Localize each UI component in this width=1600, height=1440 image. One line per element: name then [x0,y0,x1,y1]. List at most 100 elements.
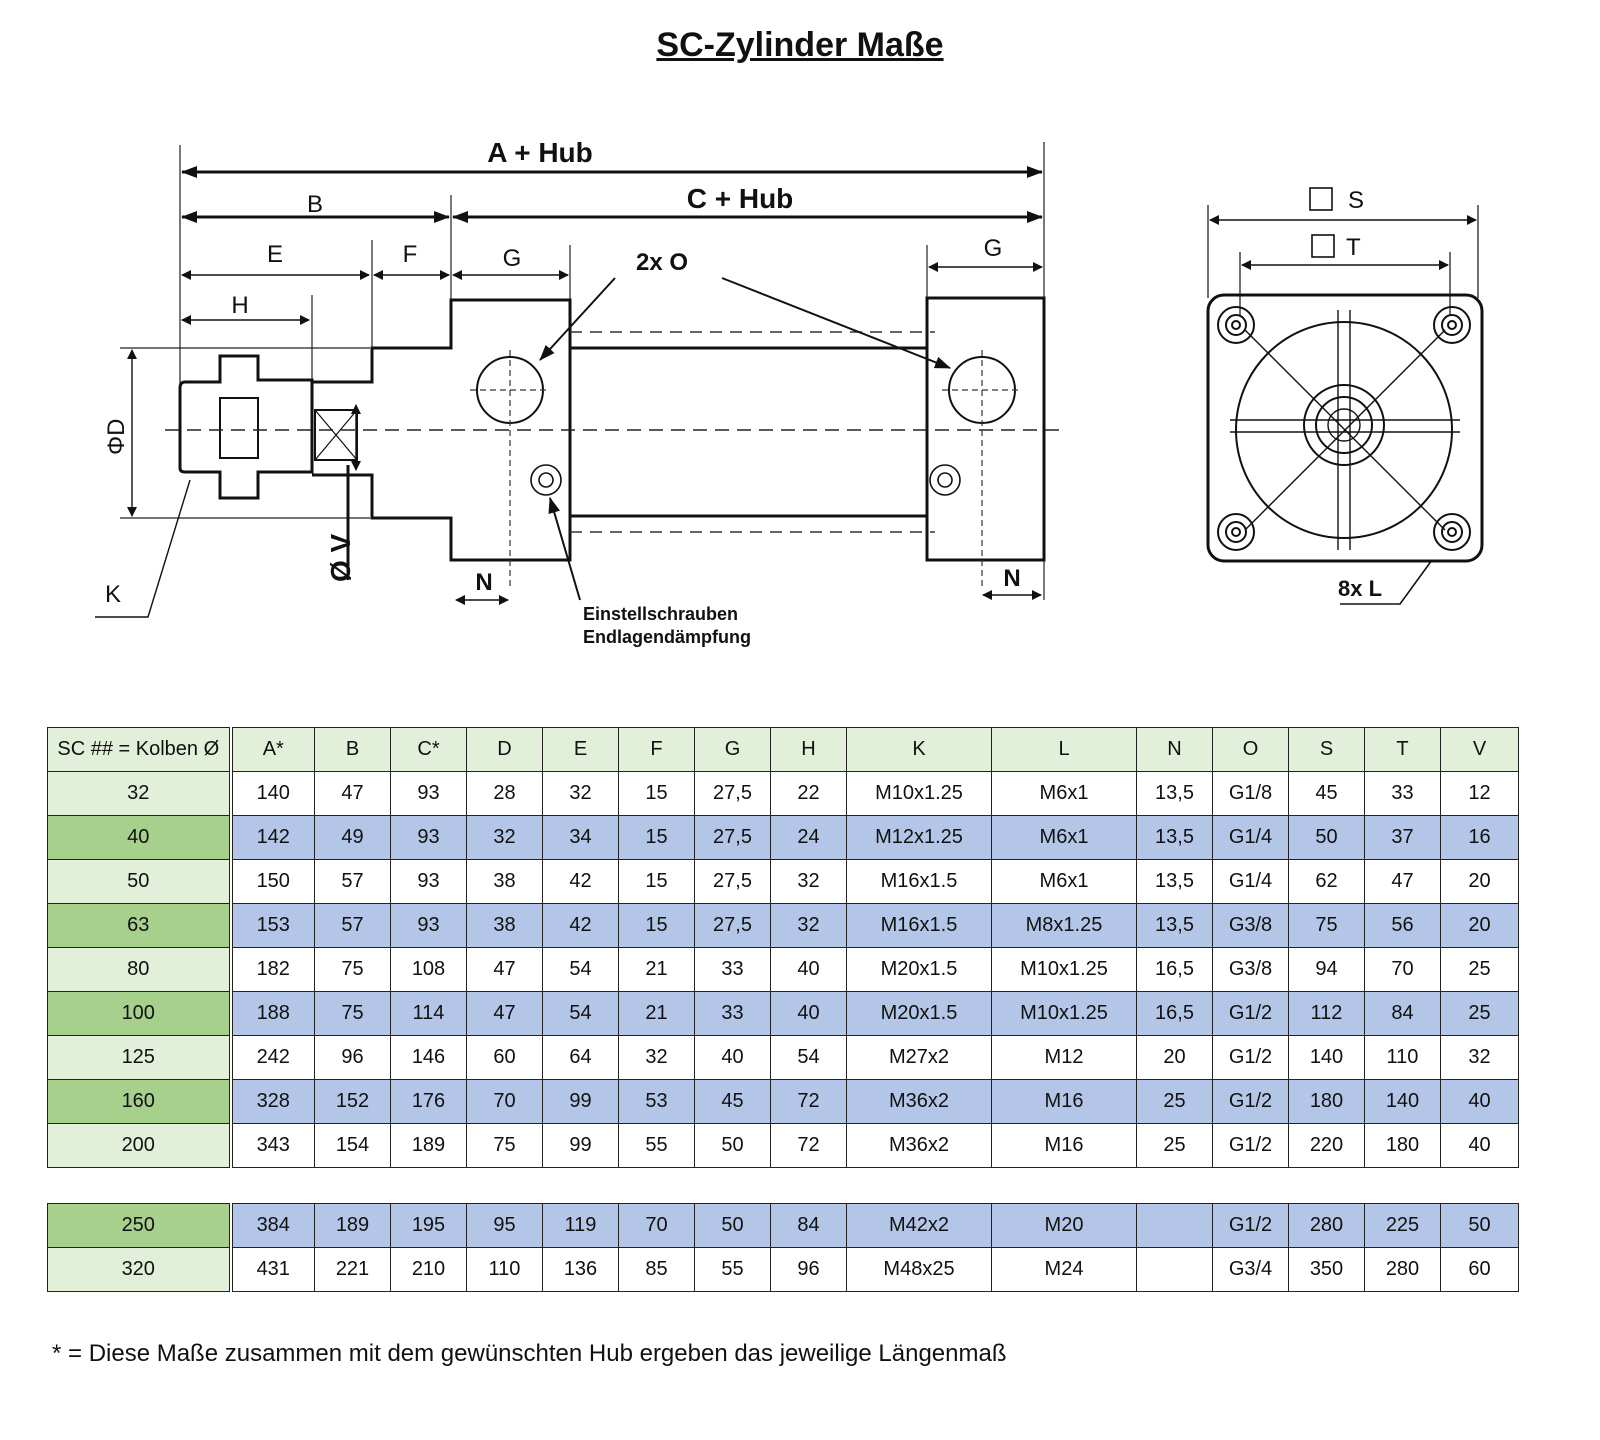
table-cell: M16 [991,1079,1137,1124]
row-key-cell: 125 [47,1035,233,1080]
table-cell: 60 [1440,1247,1519,1292]
table-cell: 33 [1364,771,1441,816]
label-d: ΦD [103,419,130,455]
leader-lines [95,277,1433,618]
table-cell: 343 [230,1123,315,1168]
table-cell: 32 [770,903,847,948]
table-cell: 27,5 [694,815,771,860]
table-cell: 40 [770,947,847,992]
table-cell: 384 [230,1203,315,1248]
table-cell: 176 [390,1079,467,1124]
table-cell: 42 [542,859,619,904]
table-cell: M10x1.25 [846,771,992,816]
table-cell: 93 [390,903,467,948]
cylinder-body [178,296,1046,562]
table-cell: M16 [991,1123,1137,1168]
label-g-left: G [503,245,522,272]
column-header: S [1288,727,1365,772]
table-cell: 13,5 [1136,771,1213,816]
table-cell: 16 [1440,815,1519,860]
table-cell: 84 [1364,991,1441,1036]
row-key-cell: 80 [47,947,233,992]
label-t: T [1346,234,1361,261]
column-header: C* [390,727,467,772]
table-cell: M36x2 [846,1123,992,1168]
column-header: SC ## = Kolben Ø [47,727,233,772]
table-cell: 140 [230,771,315,816]
label-a-hub: A + Hub [487,137,593,168]
table-cell: G3/8 [1212,947,1289,992]
column-header: N [1136,727,1213,772]
table-cell: G1/2 [1212,991,1289,1036]
column-header: A* [230,727,315,772]
table-cell: 40 [770,991,847,1036]
table-cell: 32 [618,1035,695,1080]
row-key-cell: 40 [47,815,233,860]
table-cell: 62 [1288,859,1365,904]
table-cell: 28 [466,771,543,816]
table-cell: 140 [1364,1079,1441,1124]
table-cell: 25 [1136,1079,1213,1124]
table-cell: G1/2 [1212,1203,1289,1248]
table-cell: 93 [390,859,467,904]
table-cell: 54 [542,947,619,992]
table-cell: 38 [466,903,543,948]
table-cell: 32 [466,815,543,860]
table-cell: 24 [770,815,847,860]
table-cell: 40 [1440,1123,1519,1168]
table-cell: 180 [1364,1123,1441,1168]
hidden-lines [570,331,935,533]
dimension-arrows [127,166,1043,605]
table-cell: 96 [314,1035,391,1080]
column-header: G [694,727,771,772]
table-cell: 99 [542,1123,619,1168]
cylinder-dimension-drawing: A + Hub C + Hub B E F G G H 2x O ΦD Ø V … [95,137,1484,647]
table-cell: 32 [1440,1035,1519,1080]
table-cell: 55 [618,1123,695,1168]
table-cell: 99 [542,1079,619,1124]
table-cell: 84 [770,1203,847,1248]
column-header: K [846,727,992,772]
table-cell: 114 [390,991,467,1036]
table-cell: M6x1 [991,859,1137,904]
table-cell: 32 [770,859,847,904]
label-c-hub: C + Hub [687,183,794,214]
table-cell: G1/4 [1212,859,1289,904]
table-cell: M16x1.5 [846,903,992,948]
table-cell: 38 [466,859,543,904]
table-cell: 47 [466,947,543,992]
table-cell: M12x1.25 [846,815,992,860]
label-f: F [403,241,418,268]
row-key-cell: 32 [47,771,233,816]
table-cell: 108 [390,947,467,992]
rod-seal-step [312,296,1046,562]
label-o: 2x O [636,249,688,276]
port-o-holes [476,356,1016,424]
table-cell: 85 [618,1247,695,1292]
label-h: H [231,292,248,319]
table-cell: 60 [466,1035,543,1080]
column-header: H [770,727,847,772]
table-cell: 180 [1288,1079,1365,1124]
table-cell: 57 [314,859,391,904]
table-cell: M27x2 [846,1035,992,1080]
table-cell: 33 [694,947,771,992]
end-view [1206,187,1484,563]
table-cell: 15 [618,771,695,816]
table-cell: 55 [694,1247,771,1292]
table-cell: 49 [314,815,391,860]
table-cell: 50 [1288,815,1365,860]
table-cell: 188 [230,991,315,1036]
table-cell: 50 [1440,1203,1519,1248]
table-cell: 21 [618,947,695,992]
table-cell: 153 [230,903,315,948]
